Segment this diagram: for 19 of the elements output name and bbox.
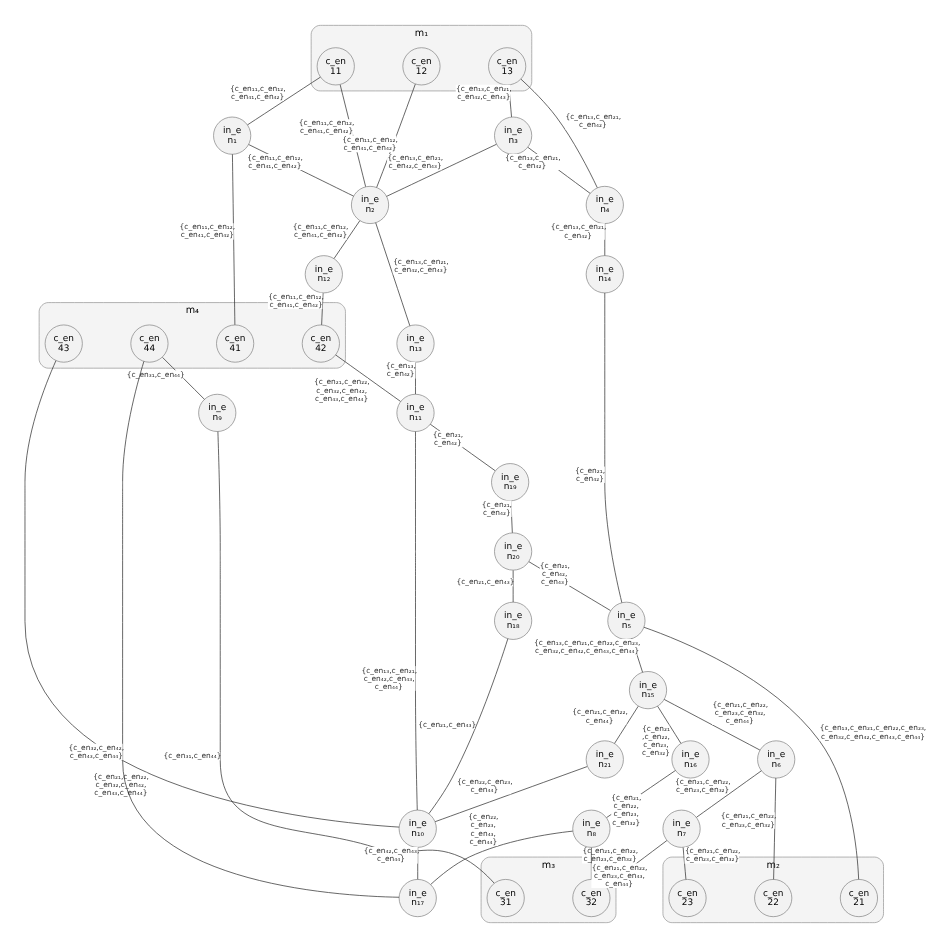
connector xyxy=(520,78,598,189)
connector xyxy=(430,830,574,885)
connector xyxy=(375,222,411,327)
connector xyxy=(614,705,639,744)
connector xyxy=(682,847,687,880)
connector xyxy=(415,431,418,811)
connector xyxy=(247,76,321,126)
connector xyxy=(434,766,588,823)
connector xyxy=(333,220,361,259)
connector xyxy=(696,770,762,818)
connector xyxy=(428,638,509,815)
connector xyxy=(335,354,401,402)
connector xyxy=(162,357,205,400)
connector xyxy=(663,699,761,751)
connector xyxy=(604,292,623,604)
connector xyxy=(773,777,777,880)
connector xyxy=(232,154,236,326)
connector xyxy=(24,360,400,828)
connector xyxy=(657,705,682,744)
